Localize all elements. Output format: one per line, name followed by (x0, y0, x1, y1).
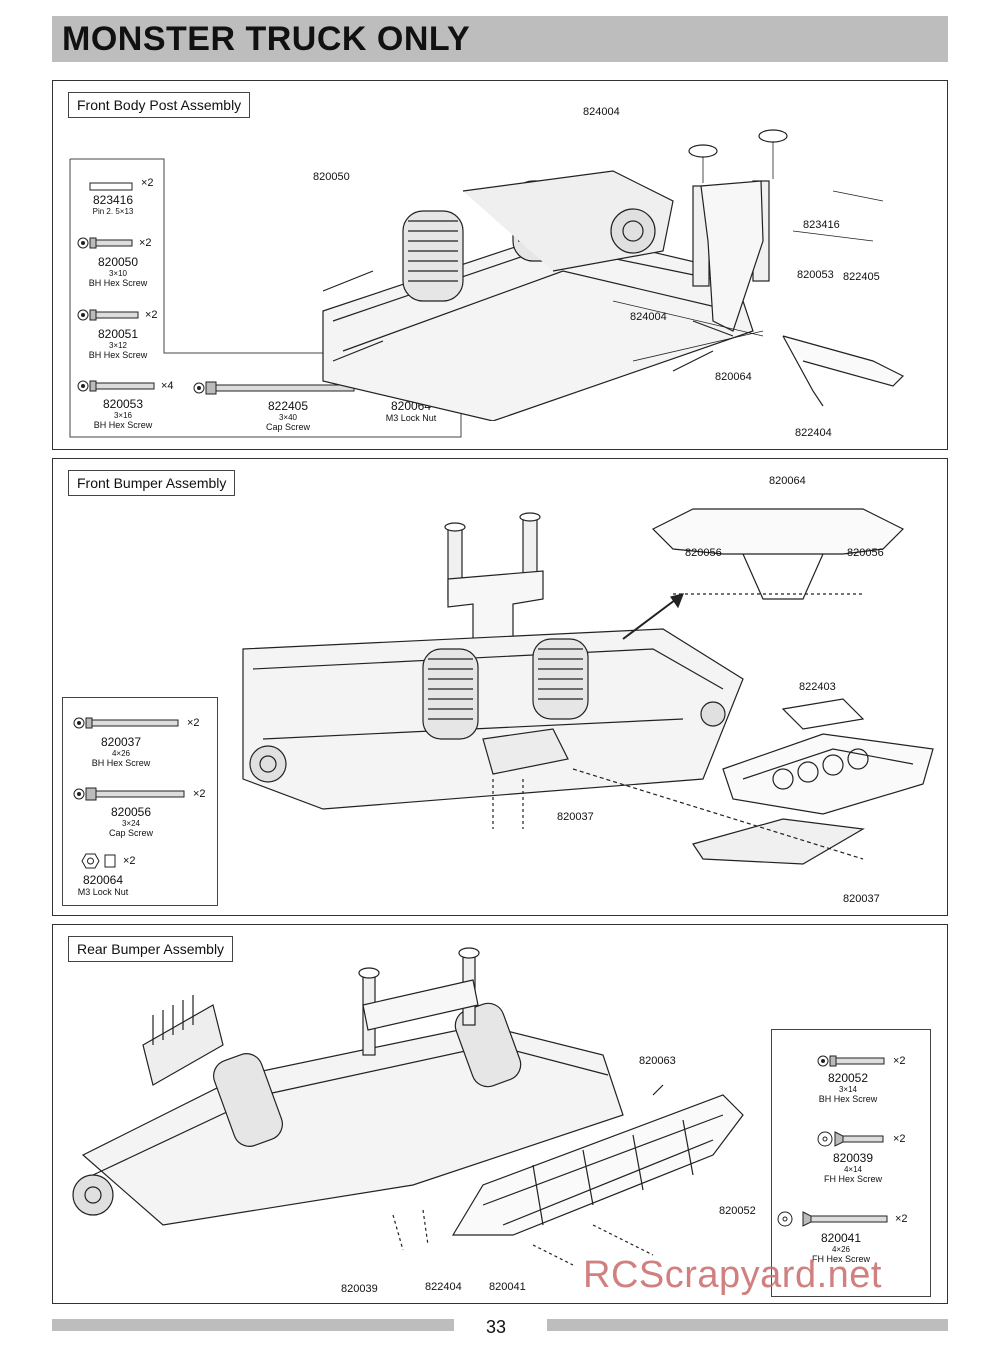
part-qty: ×2 (193, 788, 206, 800)
front-chassis-illustration (322, 129, 905, 421)
part-number: 822405 3×40 Cap Screw (265, 399, 310, 432)
footer-bar-left (52, 1319, 454, 1331)
callout-label: 823416 (803, 219, 840, 231)
callout-label: 820053 (797, 269, 834, 281)
pin-icon (89, 179, 133, 197)
page-number: 33 (486, 1317, 507, 1337)
callout-label: 824004 (630, 311, 667, 323)
part-qty: ×2 (187, 717, 200, 729)
part-number: 823416 Pin 2. 5×13 (92, 193, 134, 216)
part-qty: ×2 (893, 1133, 906, 1145)
part-number: 820041 4×26 FH Hex Screw (811, 1231, 870, 1264)
panel-rear-bumper: Rear Bumper Assembly ×2 820052 3×14 BH H… (52, 924, 948, 1304)
part-number: 820064 M3 Lock Nut (77, 873, 129, 897)
part-number: 820051 3×12 BH Hex Screw (88, 327, 148, 360)
callout-label: 820037 (843, 893, 880, 905)
callout-label: 824004 (583, 106, 620, 118)
part-qty: ×4 (161, 380, 174, 392)
part-number: 820050 3×10 BH Hex Screw (88, 255, 148, 288)
panel-front-bumper: Front Bumper Assembly ×2 820037 4×26 BH … (52, 458, 948, 916)
callout-label: 822405 (843, 271, 880, 283)
page-title: MONSTER TRUCK ONLY (62, 20, 471, 58)
parts-box (62, 697, 218, 906)
callout-label: 820039 (341, 1283, 378, 1295)
parts-box (771, 1029, 931, 1297)
callout-label: 820063 (639, 1055, 676, 1067)
panel-title: Front Bumper Assembly (68, 470, 236, 496)
part-qty: ×2 (893, 1055, 906, 1067)
part-qty: ×2 (139, 237, 152, 249)
part-qty: ×2 (895, 1213, 908, 1225)
bh-screw-icon (73, 715, 183, 736)
callout-label: 820056 (685, 547, 722, 559)
panel-front-body-post: Front Body Post Assembly ×2 823416 Pin 2… (52, 80, 948, 450)
callout-label: 820037 (557, 811, 594, 823)
fh-screw-icon (817, 1130, 889, 1153)
cap-screw-icon (73, 786, 189, 807)
part-number: 820056 3×24 Cap Screw (108, 805, 153, 838)
front-bumper-illustration (242, 508, 934, 865)
callout-label: 820064 (769, 475, 806, 487)
bh-screw-icon (817, 1053, 889, 1074)
bh-screw-icon (77, 235, 137, 256)
callout-label: 820041 (489, 1281, 526, 1293)
bh-screw-icon (77, 378, 159, 399)
bh-screw-icon (77, 307, 143, 328)
callout-label: 820050 (313, 171, 350, 183)
callout-label: 822404 (795, 427, 832, 439)
header-bar: MONSTER TRUCK ONLY (52, 16, 948, 62)
part-number: 820039 4×14 FH Hex Screw (823, 1151, 882, 1184)
part-number: 820052 3×14 BH Hex Screw (818, 1071, 878, 1104)
part-number: 820037 4×26 BH Hex Screw (91, 735, 151, 768)
panel-title: Front Body Post Assembly (68, 92, 251, 118)
rear-bumper-illustration (72, 947, 744, 1266)
callout-label: 820052 (719, 1205, 756, 1217)
watermark: RCScrapyard.net (583, 1254, 882, 1296)
part-qty: ×2 (141, 177, 154, 189)
part-qty: ×2 (145, 309, 158, 321)
callout-label: 822404 (425, 1281, 462, 1293)
part-qty: ×2 (123, 855, 136, 867)
callout-label: 822403 (799, 681, 836, 693)
part-number: 820053 3×16 BH Hex Screw (93, 397, 153, 430)
callout-label: 820064 (715, 371, 752, 383)
panel-title: Rear Bumper Assembly (68, 936, 234, 962)
lock-nut-icon (79, 852, 123, 875)
fh-screw-icon (777, 1210, 893, 1233)
footer-bar-right (547, 1319, 948, 1331)
callout-label: 820056 (847, 547, 884, 559)
